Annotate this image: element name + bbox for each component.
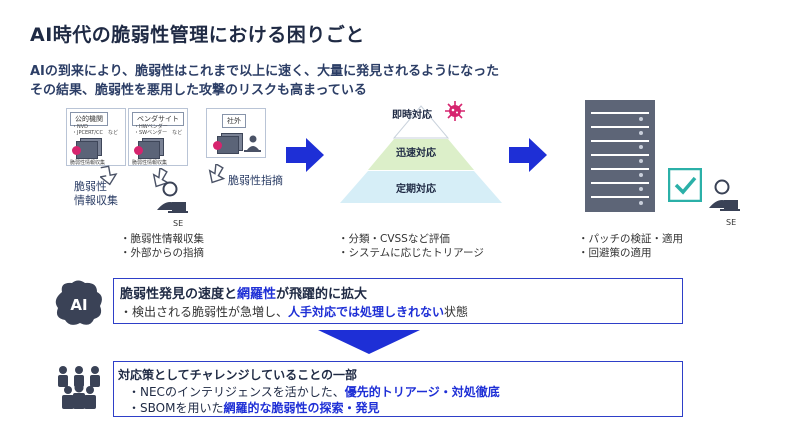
ai-box-line: ・検出される脆弱性が急増し、人手対応では処理しきれない状態: [120, 303, 468, 320]
people-group-icon: [58, 366, 100, 409]
left-bullets: ・脆弱性情報収集 ・外部からの指摘: [120, 232, 204, 260]
arrow-right-icon: [286, 138, 324, 172]
challenge-box: [113, 361, 683, 417]
subtitle-line-1: AIの到来により、脆弱性はこれまで以上に速く、大量に発見されるようになった: [30, 64, 500, 79]
page-title: AI時代の脆弱性管理における困りごと: [30, 24, 365, 46]
pyramid-label-rapid: 迅速対応: [396, 148, 436, 159]
left-bullet-2: ・外部からの指摘: [120, 247, 204, 259]
right-bullet-2: ・回避策の適用: [578, 247, 652, 259]
challenge-line-2-part-1: ・SBOMを用いた: [128, 401, 224, 415]
triage-pyramid: [340, 105, 502, 203]
vendor-doc-caption: 脆弱性情報収集: [132, 160, 168, 166]
external-label: 社外: [222, 114, 246, 128]
pyramid-level-middle: [368, 139, 474, 170]
collect-label-line-1: 脆弱性: [74, 180, 107, 193]
arrow-down-icon: [318, 330, 420, 354]
left-bullet-1: ・脆弱性情報収集: [120, 233, 204, 245]
arrow-down-left-icon: [100, 165, 118, 186]
ai-box-title: 脆弱性発見の速度と網羅性が飛躍的に拡大: [120, 283, 367, 302]
arrow-down-left-icon: [152, 168, 170, 188]
right-bullet-1: ・パッチの検証・適用: [578, 233, 683, 245]
pyramid-level-top: [392, 105, 450, 139]
public-org-item-1: ・NVD: [72, 124, 89, 130]
pyramid-label-immediate: 即時対応: [392, 110, 432, 121]
point-label: 脆弱性指摘: [228, 174, 283, 187]
se-label-right: SE: [726, 218, 737, 227]
ai-brain-icon: AI: [55, 280, 102, 325]
right-bullets: ・パッチの検証・適用 ・回避策の適用: [578, 232, 683, 260]
arrow-right-icon: [509, 138, 547, 172]
middle-bullets: ・分類・CVSSなど評価 ・システムに応じたトリアージ: [338, 232, 484, 260]
ai-icon-text: AI: [70, 296, 87, 314]
ai-title-part-2: が飛躍的に拡大: [276, 287, 368, 302]
vendor-item-1: ・HWベンダー: [134, 124, 168, 130]
challenge-line-1: ・NECのインテリジェンスを活かした、優先的トリアージ・対処徹底: [128, 383, 500, 400]
virus-icon: [213, 141, 222, 150]
ai-title-part-1: 脆弱性発見の速度と: [120, 287, 238, 302]
challenge-line-2: ・SBOMを用いた網羅的な脆弱性の探索・発見: [128, 399, 379, 416]
pyramid-level-bottom: [340, 171, 502, 203]
ai-line-part-1: ・検出される脆弱性が急増し、: [120, 305, 289, 319]
pyramid-label-periodic: 定期対応: [396, 184, 436, 195]
collect-label: 脆弱性 情報収集: [74, 180, 118, 208]
se-label-left: SE: [173, 219, 184, 228]
vendor-item-2: ・SWベンダー など: [134, 130, 183, 136]
ai-line-part-2: 状態: [444, 305, 469, 319]
vendor-site-label: ベンダサイト: [132, 112, 184, 126]
collect-label-line-2: 情報収集: [74, 194, 118, 207]
public-doc-caption: 脆弱性情報収集: [70, 160, 106, 166]
ai-line-highlight: 人手対応では処理しきれない: [288, 305, 445, 319]
person-at-desk-icon: [244, 135, 261, 152]
public-org-label: 公的機関: [70, 112, 108, 126]
challenge-line-1-part-1: ・NECのインテリジェンスを活かした、: [128, 385, 345, 399]
subtitle-line-2: その結果、脆弱性を悪用した攻撃のリスクも高まっている: [30, 83, 367, 98]
server-icon: [585, 100, 655, 212]
arrow-down-left-icon: [208, 164, 226, 184]
virus-icon: [134, 146, 143, 155]
virus-icon: [445, 101, 465, 121]
page-subtitle: AIの到来により、脆弱性はこれまで以上に速く、大量に発見されるようになった その…: [30, 62, 499, 100]
check-icon: [668, 168, 702, 202]
middle-bullet-1: ・分類・CVSSなど評価: [338, 233, 450, 245]
middle-bullet-2: ・システムに応じたトリアージ: [338, 247, 484, 259]
challenge-box-title: 対応策としてチャレンジしていることの一部: [118, 368, 358, 382]
ai-impact-box: [113, 278, 683, 324]
person-icon: [709, 179, 740, 211]
virus-icon: [72, 146, 81, 155]
challenge-line-2-highlight: 網羅的な脆弱性の探索・発見: [223, 401, 380, 415]
public-org-item-2: ・JPCERT/CC など: [72, 130, 118, 136]
ai-title-highlight: 網羅性: [237, 287, 277, 302]
person-icon: [157, 181, 188, 213]
challenge-line-1-highlight: 優先的トリアージ・対処徹底: [344, 385, 500, 399]
